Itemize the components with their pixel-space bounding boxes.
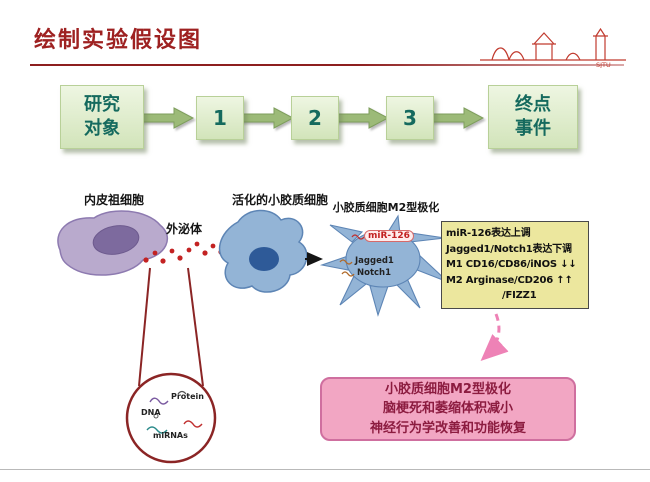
exosome-label: 外泌体 bbox=[166, 222, 203, 236]
university-logo-icon: SJTU bbox=[480, 27, 626, 68]
endothelial-progenitor-cell bbox=[57, 210, 169, 276]
flow-node-1: 1 bbox=[196, 96, 244, 140]
findings-line: M1 CD16/CD86/iNOS ↓↓ bbox=[446, 259, 577, 270]
hypothesis-diagram bbox=[57, 209, 509, 464]
flow-arrow-icon bbox=[335, 107, 389, 129]
page-title: 绘制实验假设图 bbox=[34, 28, 203, 53]
exosome-callout-lines bbox=[138, 267, 204, 387]
cell2-label: 活化的小胶质细胞 bbox=[231, 193, 328, 207]
flow-node-label: 3 bbox=[403, 105, 417, 130]
outcome-arrow-icon bbox=[480, 313, 509, 362]
flow-node-2: 2 bbox=[291, 96, 339, 140]
cell3-label: 小胶质细胞M2型极化 bbox=[332, 201, 440, 214]
findings-box: miR-126表达上调 Jagged1/Notch1表达下调 M1 CD16/C… bbox=[441, 221, 589, 309]
flow-node-label: 1 bbox=[213, 105, 227, 130]
mir126-badge: miR-126 bbox=[364, 230, 414, 242]
outcome-line: 脑梗死和萎缩体积减小 bbox=[382, 401, 513, 417]
flow-node-endpoint: 终点 事件 bbox=[488, 85, 578, 149]
outcome-line: 小胶质细胞M2型极化 bbox=[385, 381, 511, 397]
flow-arrow-icon bbox=[240, 107, 294, 129]
logo-text: SJTU bbox=[596, 61, 611, 68]
findings-line: M2 Arginase/CD206 ↑↑ bbox=[446, 274, 573, 286]
flow-node-label: 研究 对象 bbox=[84, 93, 120, 139]
vesicle-protein-label: Protein bbox=[171, 392, 204, 401]
flow-node-label: 终点 事件 bbox=[515, 93, 551, 139]
title-divider bbox=[30, 64, 624, 66]
outcome-box: 小胶质细胞M2型极化 脑梗死和萎缩体积减小 神经行为学改善和功能恢复 bbox=[320, 377, 576, 441]
flow-node-subject: 研究 对象 bbox=[60, 85, 144, 149]
findings-line: Jagged1/Notch1表达下调 bbox=[446, 243, 572, 255]
m2-microglia-cell bbox=[319, 214, 449, 317]
cell1-label: 内皮祖细胞 bbox=[83, 193, 144, 207]
slide-bottom-edge bbox=[0, 469, 650, 470]
flow-node-3: 3 bbox=[386, 96, 434, 140]
flow-arrow-icon bbox=[430, 107, 484, 129]
activated-microglia-cell bbox=[218, 209, 308, 293]
gene-squiggle-marks bbox=[339, 234, 365, 277]
vesicle-dna-label: DNA bbox=[141, 408, 161, 417]
flow-arrow-icon bbox=[140, 107, 194, 129]
jagged1-label: Jagged1 bbox=[355, 256, 394, 266]
flow-node-label: 2 bbox=[308, 105, 322, 130]
findings-line: /FIZZ1 bbox=[502, 290, 537, 301]
findings-line: miR-126表达上调 bbox=[446, 228, 531, 239]
notch1-label: Notch1 bbox=[357, 268, 392, 278]
exosome-vesicle bbox=[125, 372, 217, 464]
outcome-line: 神经行为学改善和功能恢复 bbox=[369, 420, 526, 436]
vesicle-mirnas-label: miRNAs bbox=[153, 431, 188, 440]
